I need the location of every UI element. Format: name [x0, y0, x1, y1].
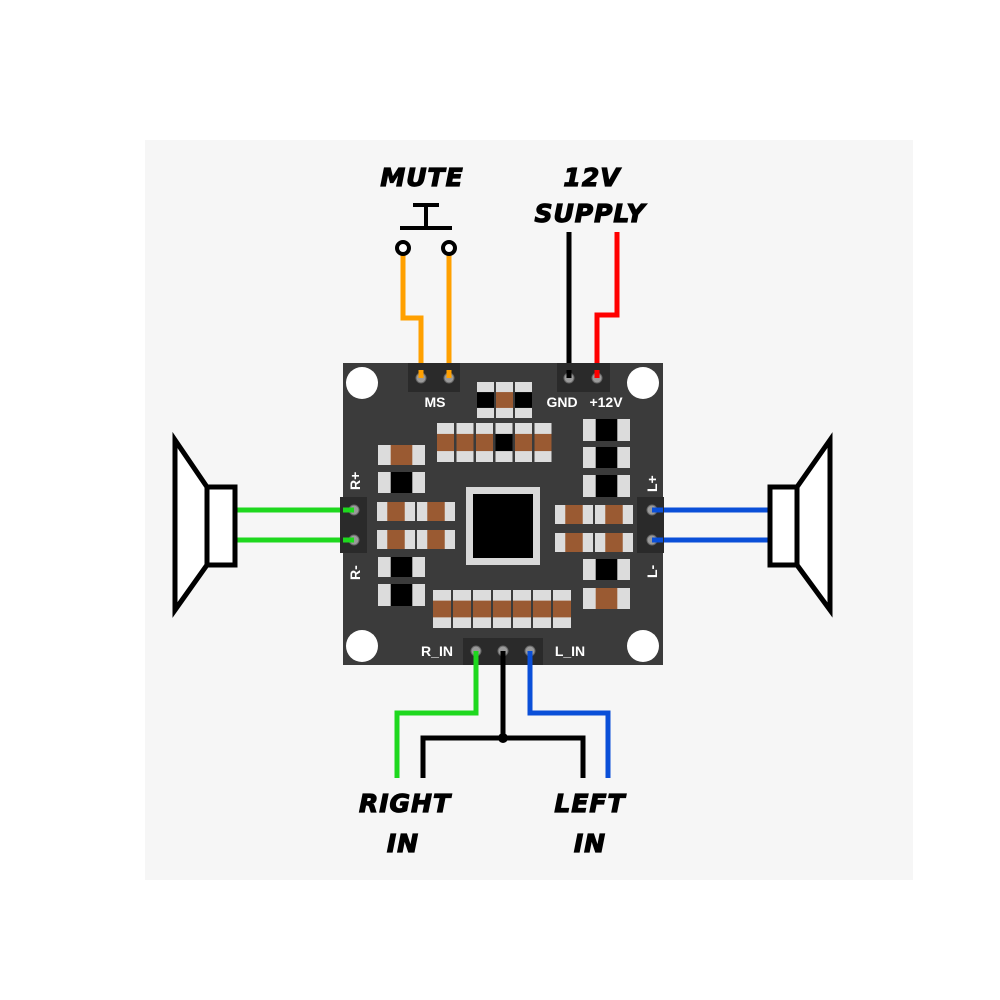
- smd-component: [437, 423, 454, 462]
- mute-button-icon: [395, 203, 457, 256]
- smd-component: [477, 382, 494, 418]
- smd-component: [533, 590, 551, 628]
- left-in-label-line1: LEFT: [554, 789, 626, 818]
- v12-label: +12V: [589, 394, 623, 410]
- smd-component: [433, 590, 451, 628]
- smd-component: [595, 533, 633, 552]
- smd-component: [417, 502, 455, 521]
- smd-component: [553, 590, 571, 628]
- supply-label-line2: SUPPLY: [534, 199, 647, 228]
- left-input-wire: [527, 651, 611, 778]
- r-minus-label: R-: [347, 565, 363, 580]
- smd-component: [555, 505, 593, 524]
- mute-wire-1: [400, 255, 424, 378]
- smd-component: [378, 445, 425, 465]
- smd-component: [583, 475, 630, 497]
- smd-component: [378, 557, 425, 577]
- gnd-label: GND: [546, 394, 577, 410]
- smd-component: [534, 423, 552, 462]
- smd-component: [456, 423, 474, 462]
- l-plus-label: L+: [644, 475, 660, 492]
- smd-component: [583, 559, 630, 580]
- ms-label: MS: [425, 394, 446, 410]
- supply-label-line1: 12V: [563, 163, 621, 192]
- smd-component: [453, 590, 471, 628]
- left-speaker-icon: [767, 432, 833, 618]
- smd-component: [493, 590, 511, 628]
- v12-wire: [594, 232, 620, 378]
- r-plus-label: R+: [347, 472, 363, 490]
- smd-component: [378, 472, 425, 493]
- smd-component: [495, 423, 513, 462]
- l-minus-label: L-: [644, 564, 660, 578]
- smd-component: [473, 590, 491, 628]
- mute-label: MUTE: [380, 163, 463, 192]
- junction-dot: [498, 733, 508, 743]
- smd-component: [515, 423, 532, 462]
- smd-components: [377, 382, 633, 628]
- smd-component: [555, 533, 593, 552]
- amplifier-board: MS GND +12V R+ R- L+ L- R_IN L_IN: [340, 363, 664, 665]
- right-in-label-line1: RIGHT: [359, 789, 452, 818]
- smd-component: [583, 588, 630, 609]
- smd-component: [378, 584, 425, 606]
- smd-component: [496, 382, 513, 418]
- smd-component: [377, 502, 415, 521]
- smd-component: [583, 447, 630, 468]
- mounting-holes: [346, 367, 659, 662]
- smd-component: [377, 530, 415, 549]
- right-input-wire: [394, 651, 479, 778]
- smd-component: [583, 419, 630, 441]
- right-speaker-icon: [172, 431, 238, 618]
- smd-component: [595, 505, 633, 524]
- smd-component: [515, 382, 532, 418]
- right-in-label-line2: IN: [387, 829, 419, 858]
- smd-component: [513, 590, 531, 628]
- r-in-label: R_IN: [421, 643, 453, 659]
- ic-chip: [466, 487, 540, 565]
- left-in-label-line2: IN: [574, 829, 606, 858]
- smd-component: [476, 423, 493, 462]
- l-in-label: L_IN: [555, 643, 585, 659]
- smd-component: [417, 530, 455, 549]
